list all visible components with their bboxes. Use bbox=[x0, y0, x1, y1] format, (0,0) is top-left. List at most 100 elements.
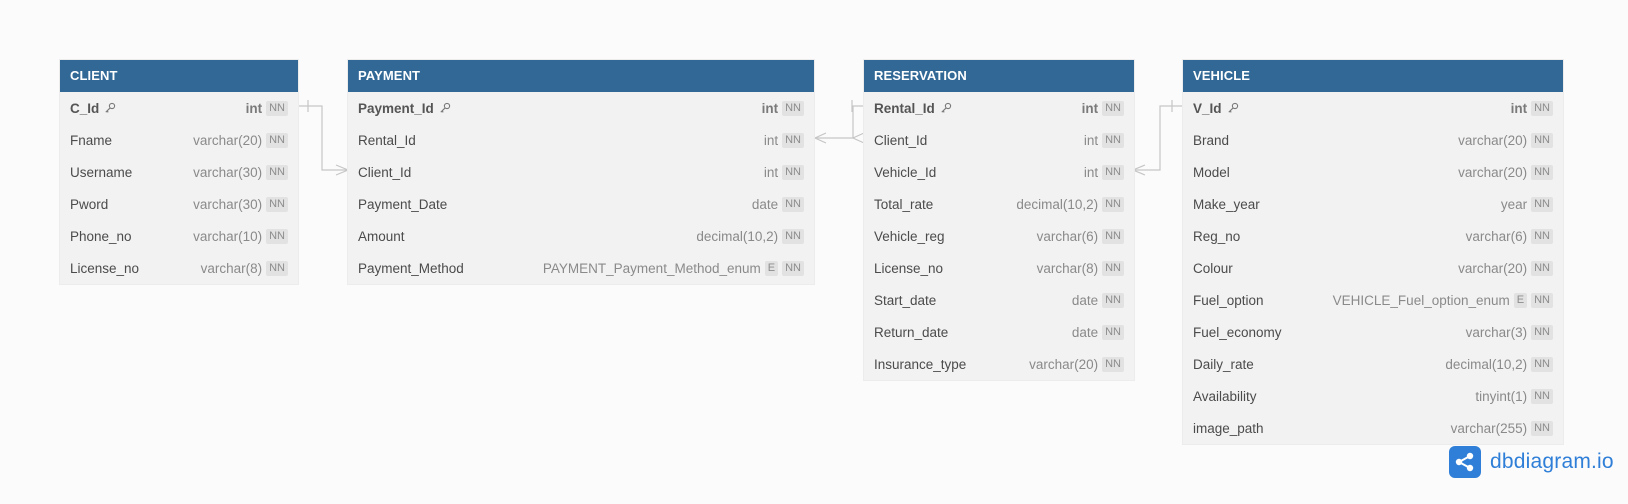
field-type: int bbox=[1510, 100, 1528, 116]
not-null-badge: NN bbox=[782, 228, 804, 244]
field-name-cell: Vehicle_Id bbox=[874, 165, 1084, 180]
field-type: varchar(20) bbox=[193, 132, 263, 148]
field-name: Fuel_economy bbox=[1193, 324, 1282, 340]
dbdiagram-brand[interactable]: dbdiagram.io bbox=[1449, 446, 1614, 478]
field-type: varchar(3) bbox=[1465, 324, 1528, 340]
not-null-badge: NN bbox=[782, 132, 804, 148]
field-name-cell: Vehicle_reg bbox=[874, 229, 1037, 244]
field-name-cell: Daily_rate bbox=[1193, 357, 1445, 372]
field-type: int bbox=[763, 132, 779, 148]
table-header[interactable]: VEHICLE bbox=[1183, 60, 1563, 92]
field-name: Daily_rate bbox=[1193, 356, 1254, 372]
not-null-badge: NN bbox=[782, 260, 804, 276]
field-name-cell: License_no bbox=[874, 261, 1037, 276]
field-name-cell: Fuel_option bbox=[1193, 293, 1333, 308]
field-name: Fname bbox=[70, 132, 113, 148]
field-type: varchar(10) bbox=[193, 228, 263, 244]
field-name: Amount bbox=[358, 228, 405, 244]
field-name: Pword bbox=[70, 196, 109, 212]
field-type: VEHICLE_Fuel_option_enum bbox=[1332, 292, 1510, 308]
field-name-cell: V_Id bbox=[1193, 101, 1511, 116]
table-header[interactable]: PAYMENT bbox=[348, 60, 814, 92]
field-name: Client_Id bbox=[358, 164, 412, 180]
field-type: int bbox=[1081, 100, 1099, 116]
field-name-cell: image_path bbox=[1193, 421, 1451, 436]
field-name-cell: Payment_Date bbox=[358, 197, 752, 212]
field-name: Return_date bbox=[874, 324, 949, 340]
table-header[interactable]: RESERVATION bbox=[864, 60, 1134, 92]
field-name: Start_date bbox=[874, 292, 937, 308]
field-name: image_path bbox=[1193, 420, 1264, 436]
enum-badge: E bbox=[764, 260, 779, 276]
field-type: varchar(6) bbox=[1465, 228, 1528, 244]
field-name-cell: Make_year bbox=[1193, 197, 1501, 212]
field-type: varchar(20) bbox=[1458, 132, 1528, 148]
field-row[interactable]: image_path varchar(255)NN bbox=[1183, 412, 1563, 444]
table-header[interactable]: CLIENT bbox=[60, 60, 298, 92]
not-null-badge: NN bbox=[1531, 260, 1553, 276]
field-name-cell: Availability bbox=[1193, 389, 1475, 404]
field-name-cell: Insurance_type bbox=[874, 357, 1029, 372]
field-name-cell: Username bbox=[70, 165, 193, 180]
field-type: varchar(255) bbox=[1450, 420, 1528, 436]
field-name: Vehicle_reg bbox=[874, 228, 945, 244]
not-null-badge: NN bbox=[1531, 292, 1553, 308]
primary-key-icon bbox=[104, 102, 116, 114]
field-name-cell: Colour bbox=[1193, 261, 1458, 276]
field-name-cell: Pword bbox=[70, 197, 193, 212]
field-name: V_Id bbox=[1193, 100, 1222, 116]
field-type: varchar(30) bbox=[193, 196, 263, 212]
field-type: decimal(10,2) bbox=[1445, 356, 1528, 372]
field-name: Colour bbox=[1193, 260, 1233, 276]
field-name: Model bbox=[1193, 164, 1230, 180]
field-type: int bbox=[1083, 164, 1099, 180]
field-name-cell: Fuel_economy bbox=[1193, 325, 1466, 340]
field-name-cell: Payment_Id bbox=[358, 101, 762, 116]
field-name-cell: Rental_Id bbox=[874, 101, 1082, 116]
not-null-badge: NN bbox=[1102, 100, 1124, 116]
field-type: decimal(10,2) bbox=[1016, 196, 1099, 212]
not-null-badge: NN bbox=[1531, 420, 1553, 436]
field-type: int bbox=[245, 100, 263, 116]
field-name-cell: Start_date bbox=[874, 293, 1072, 308]
not-null-badge: NN bbox=[266, 260, 288, 276]
